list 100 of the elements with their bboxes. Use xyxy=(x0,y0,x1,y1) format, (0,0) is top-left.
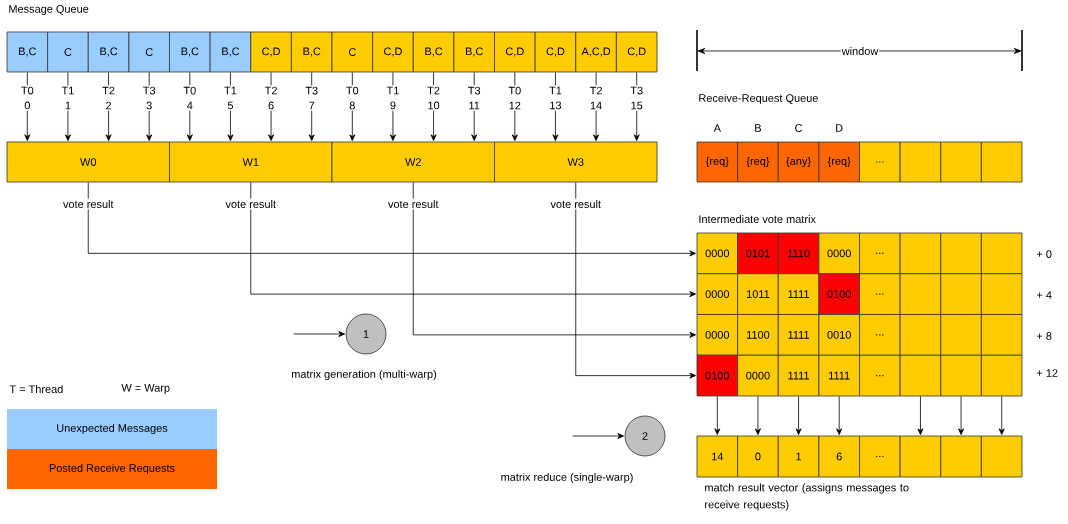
result-cell: 1 xyxy=(777,435,820,478)
arrow xyxy=(105,110,112,141)
arrow xyxy=(430,110,437,141)
result-cell xyxy=(899,435,942,478)
column-letter: C xyxy=(795,124,803,132)
connector-line xyxy=(311,72,313,86)
connector-line xyxy=(26,72,28,86)
arrow xyxy=(795,396,802,435)
row-offset: + 8 xyxy=(1036,332,1052,340)
connector-line xyxy=(412,182,414,199)
connector-line xyxy=(555,72,556,86)
matrix-cell xyxy=(981,354,1023,397)
thread-label: T2 2 xyxy=(102,86,115,110)
result-cell: 6 xyxy=(818,435,860,478)
abbreviation-note: W = Warp xyxy=(121,384,170,394)
arrow xyxy=(633,110,640,141)
vector-caption: match result vector (assigns messages to receive requests) xyxy=(705,483,909,511)
arrow xyxy=(146,110,153,141)
message-cell: B,C xyxy=(6,31,49,73)
thread-label: T1 13 xyxy=(549,86,562,110)
connector-line xyxy=(108,72,109,86)
queue-cell: ... xyxy=(859,141,901,183)
arrow xyxy=(998,396,1005,435)
matrix-cell: 0010 xyxy=(818,314,860,356)
queue-title: Message Queue xyxy=(9,5,89,15)
thread-label: T0 8 xyxy=(346,86,359,110)
matrix-cell: 0000 xyxy=(818,232,860,275)
legend-item: Unexpected Messages xyxy=(7,409,217,449)
connector-line xyxy=(250,182,252,199)
queue-cell: {req} xyxy=(696,141,738,183)
column-letter: D xyxy=(836,124,843,132)
connector-line xyxy=(514,72,516,86)
connector-line xyxy=(595,72,597,86)
connector-line xyxy=(189,72,191,86)
connector-line xyxy=(433,72,434,86)
matrix-cell: 0000 xyxy=(696,232,738,275)
result-cell: ... xyxy=(859,435,901,478)
matrix-cell: 0000 xyxy=(696,273,738,315)
vote-result-label: vote result xyxy=(225,199,276,208)
matrix-cell xyxy=(899,232,942,275)
matrix-title: Intermediate vote matrix xyxy=(699,214,816,223)
message-cell: C,D xyxy=(534,31,577,73)
arrow xyxy=(65,110,71,141)
arrow xyxy=(593,110,600,141)
thread-label: T0 12 xyxy=(508,86,521,110)
arrow xyxy=(186,110,193,141)
message-cell: C,D xyxy=(494,31,536,73)
result-cell xyxy=(940,435,982,478)
arrow xyxy=(268,110,275,141)
queue-cell xyxy=(981,141,1023,183)
arrow xyxy=(308,110,315,141)
arrow xyxy=(836,396,843,435)
message-cell: B,C xyxy=(291,31,333,73)
queue-cell: {req} xyxy=(737,141,779,183)
matrix-cell: 1011 xyxy=(737,273,779,315)
arrow xyxy=(917,396,924,435)
message-cell: C,D xyxy=(372,31,414,73)
arrow xyxy=(552,110,559,141)
message-cell: C xyxy=(331,31,374,73)
step-caption: matrix reduce (single-warp) xyxy=(501,472,633,484)
message-cell: B,C xyxy=(169,31,211,73)
message-cell: A,C,D xyxy=(575,31,617,73)
matrix-cell xyxy=(981,314,1023,356)
abbreviation-note: T = Thread xyxy=(9,384,63,393)
matrix-cell: 1111 xyxy=(777,273,820,315)
thread-label: T3 11 xyxy=(468,86,481,110)
thread-label: T0 0 xyxy=(21,86,34,110)
arrow xyxy=(755,396,761,435)
matrix-cell xyxy=(940,232,982,275)
matrix-cell: 1111 xyxy=(777,314,820,356)
thread-label: T1 5 xyxy=(224,86,237,110)
message-cell: C,D xyxy=(616,31,658,73)
result-cell: 14 xyxy=(696,435,738,478)
thread-label: T3 15 xyxy=(630,86,643,110)
message-cell: B,C xyxy=(209,31,252,73)
connector-line xyxy=(473,72,475,86)
matrix-cell: 0100 xyxy=(696,354,738,397)
matrix-cell xyxy=(899,273,942,315)
matrix-cell xyxy=(940,314,982,356)
thread-label: T3 7 xyxy=(305,86,318,110)
message-cell: C xyxy=(128,31,170,73)
vote-result-label: vote result xyxy=(388,199,439,208)
warp-box: W0 xyxy=(6,141,170,183)
thread-label: T2 14 xyxy=(589,86,602,110)
matrix-cell: 1111 xyxy=(818,354,860,397)
column-letter: B xyxy=(755,124,761,132)
message-cell: C xyxy=(47,31,89,73)
arrow xyxy=(390,110,396,141)
thread-label: T3 3 xyxy=(143,86,156,110)
matrix-cell: 1110 xyxy=(777,232,820,275)
thread-label: T1 1 xyxy=(61,86,74,110)
arrow xyxy=(87,209,696,257)
thread-label: T0 4 xyxy=(183,86,196,110)
matrix-cell xyxy=(981,232,1023,275)
arrow xyxy=(572,433,624,439)
matrix-cell: 0101 xyxy=(737,232,779,275)
vote-result-label: vote result xyxy=(63,199,114,208)
arrow xyxy=(958,396,965,435)
arrow xyxy=(349,110,356,141)
matrix-cell: ... xyxy=(859,354,901,397)
